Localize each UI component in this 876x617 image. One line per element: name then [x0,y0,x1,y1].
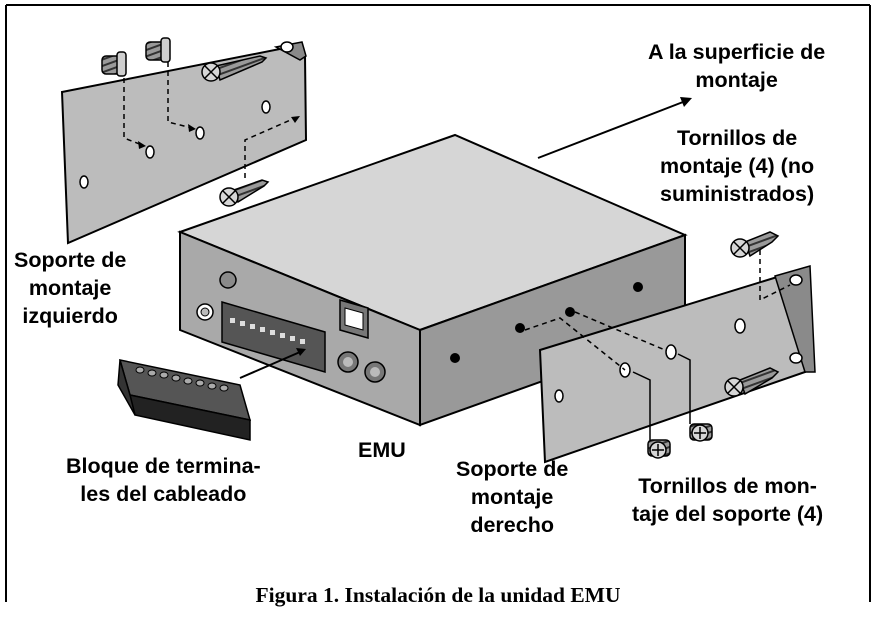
label-left-bracket: Soporte de montaje izquierdo [14,246,126,330]
label-line: Soporte de [456,457,569,481]
wood-screw-right-top [730,231,780,258]
wood-screw-bottom [219,179,270,207]
label-line: Tornillos de [676,126,798,150]
label-line: montaje [28,276,112,300]
label-right-bracket: Soporte de montaje derecho [456,455,568,539]
label-mounting-screws: Tornillos de montaje (4) (no suministrad… [660,124,814,208]
wood-screw-right-bottom [724,367,780,397]
label-line: Tornillos de mon- [638,474,817,498]
label-mounting-surface: A la superficie de montaje [648,38,825,94]
surface-arrow [537,97,692,159]
right-bracket [538,265,816,464]
figure-caption: Figura 1. Instalación de la unidad EMU [255,583,621,607]
frame-border [5,4,871,602]
left-bracket-screws [101,37,300,207]
label-line: EMU [358,438,406,462]
machine-screw-3 [647,439,671,459]
label-line: montaje [470,485,554,509]
label-line: suministrados) [660,182,815,206]
label-line: taje del soporte (4) [632,502,824,526]
label-line: les del cableado [80,482,247,506]
left-bracket [60,41,308,245]
label-line: izquierdo [22,304,118,328]
label-emu: EMU [358,436,406,464]
label-line: Soporte de [14,248,127,272]
right-bracket-screws [524,231,791,459]
terminal-block [117,348,306,441]
machine-screw-1 [101,51,127,77]
label-line: montaje [695,68,778,92]
label-line: A la superficie de [648,40,826,64]
label-terminal-block: Bloque de termina- les del cableado [66,452,261,508]
label-line: Bloque de termina- [66,454,261,478]
machine-screw-2 [145,37,171,63]
wood-screw-top [201,55,268,82]
machine-screw-4 [689,423,713,442]
label-bracket-screws: Tornillos de mon- taje del soporte (4) [632,472,823,528]
label-line: montaje (4) (no [660,154,815,178]
emu-unit [177,133,688,427]
label-line: derecho [470,513,554,537]
